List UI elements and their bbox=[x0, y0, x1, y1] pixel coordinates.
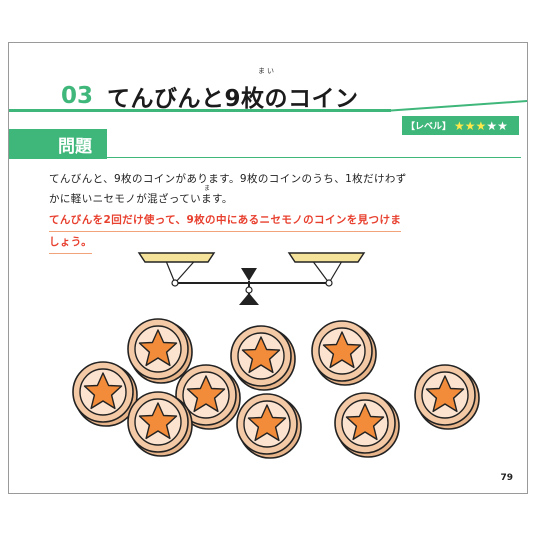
problem-line: かに軽いニセモノが混ざっています。 bbox=[49, 193, 233, 205]
star-coin-icon bbox=[127, 391, 193, 457]
section-tab: 問題 bbox=[9, 129, 107, 159]
book-page: まい 03 てんびんと9枚のコイン 【レベル】 ★ ★ ★ ★ ★ 問題 ま て… bbox=[8, 42, 528, 494]
star-icon: ★ bbox=[497, 118, 508, 133]
page-title: てんびんと9枚のコイン bbox=[107, 86, 359, 112]
page-header: 03 てんびんと9枚のコイン bbox=[61, 76, 359, 116]
task-text: てんびんを2回だけ使って、9枚の中にあるニセモノのコインを見つけま しょう。 bbox=[49, 210, 509, 254]
section-label: 問題 bbox=[58, 137, 92, 157]
mazatte-ruby: ま bbox=[204, 185, 212, 192]
task-line: しょう。 bbox=[49, 232, 92, 254]
page-number: 79 bbox=[500, 473, 513, 483]
star-coin-icon bbox=[230, 325, 296, 391]
star-icon: ★ bbox=[464, 118, 476, 133]
star-coin-icon bbox=[72, 361, 138, 427]
star-coin-icon bbox=[334, 392, 400, 458]
level-badge: 【レベル】 ★ ★ ★ ★ ★ bbox=[402, 116, 519, 135]
task-line: てんびんを2回だけ使って、9枚の中にあるニセモノのコインを見つけま bbox=[49, 210, 402, 232]
balance-scale-icon bbox=[137, 252, 366, 305]
problem-number: 03 bbox=[61, 83, 94, 109]
level-stars: ★ ★ ★ ★ ★ bbox=[454, 120, 508, 132]
star-coin-icon bbox=[127, 318, 193, 384]
star-coin-icon bbox=[236, 393, 302, 459]
section-rule bbox=[9, 157, 521, 158]
star-icon: ★ bbox=[475, 118, 487, 133]
problem-text: てんびんと、9枚のコインがあります。9枚のコインのうち、1枚だけわず かに軽いニ… bbox=[49, 169, 509, 209]
title-ruby: まい bbox=[258, 67, 276, 75]
level-label: 【レベル】 bbox=[406, 122, 452, 132]
problem-line: てんびんと、9枚のコインがあります。9枚のコインのうち、1枚だけわず bbox=[49, 173, 407, 185]
star-icon: ★ bbox=[454, 118, 465, 133]
illustration bbox=[72, 252, 480, 459]
star-coin-icon bbox=[414, 364, 480, 430]
star-icon: ★ bbox=[486, 118, 498, 133]
star-coin-icon bbox=[311, 320, 377, 386]
header-rule bbox=[9, 109, 391, 112]
coins bbox=[72, 318, 480, 459]
